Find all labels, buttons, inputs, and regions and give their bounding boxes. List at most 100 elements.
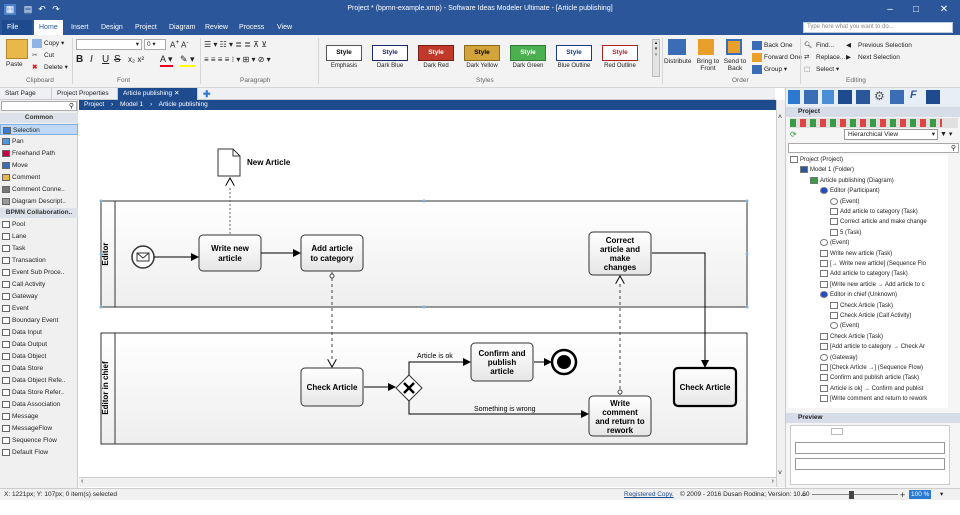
menu-file[interactable]: File	[2, 20, 32, 35]
toolbox-item-comment-conne[interactable]: Comment Conne..	[0, 184, 78, 195]
font-family-select[interactable]: ▾	[76, 39, 142, 50]
maximize-button[interactable]: □	[912, 4, 920, 15]
toolbox-item-data-store-refer[interactable]: Data Store Refer..	[0, 387, 78, 398]
toolbox-item-transaction[interactable]: Transaction	[0, 255, 78, 266]
tree-node[interactable]: [Check Article →] (Sequence Flow)	[820, 364, 923, 373]
tab-start-page[interactable]: Start Page	[0, 88, 52, 100]
bullets-icon[interactable]: ☰ ▾ ☷ ▾ ≣ ≣ ⊼ ⊻	[204, 40, 268, 49]
distribute-icon[interactable]	[668, 39, 686, 55]
toolbox-item-data-object[interactable]: Data Object	[0, 351, 78, 362]
style-swatch-dark-yellow[interactable]: Style	[464, 45, 500, 61]
brush-icon[interactable]	[926, 90, 940, 104]
minimize-button[interactable]: –	[887, 4, 893, 15]
chevron-up-icon[interactable]: ˄	[778, 114, 783, 121]
flow-correct-to-check[interactable]	[652, 252, 709, 368]
tab-project-properties[interactable]: Project Properties	[52, 88, 118, 100]
menu-insert[interactable]: Insert	[71, 24, 89, 31]
call-activity-check-article[interactable]: Check Article	[672, 366, 738, 408]
tree-node[interactable]: [Write new article → Add article to c	[820, 280, 925, 290]
tree-node[interactable]: Confirm and publish article (Task)	[820, 374, 919, 383]
toolbox-item-default-flow[interactable]: Default Flow	[0, 447, 78, 458]
menu-diagram[interactable]: Diagram	[169, 24, 196, 31]
menu-design[interactable]: Design	[101, 24, 123, 31]
tree-node[interactable]: Check Article (Task)	[820, 332, 883, 342]
task-correct-article[interactable]: Correct article and make changes	[588, 231, 652, 276]
tree-node[interactable]: Article publishing (Diagram)	[810, 176, 894, 186]
tree-search-input[interactable]: ⚲	[788, 143, 959, 153]
toolbox-item-data-association[interactable]: Data Association	[0, 399, 78, 410]
close-tab-icon[interactable]: ✕	[173, 90, 180, 97]
bars-icon[interactable]	[856, 90, 870, 104]
tree-node[interactable]: [Write comment and return to rework	[820, 395, 927, 404]
breadcrumb-diagram[interactable]: Article publishing	[158, 101, 208, 108]
tree-node[interactable]: Check Article (Call Activity)	[830, 312, 911, 321]
tree-node[interactable]: Model 1 (Folder)	[800, 166, 854, 175]
chart-icon[interactable]	[838, 90, 852, 104]
function-icon[interactable]: F	[910, 89, 917, 101]
tree-node[interactable]: Editor in chief (Unknown)	[820, 291, 897, 300]
forward-one-button[interactable]: Forward One	[752, 53, 802, 62]
tree-node[interactable]: Add article to category (Task)	[820, 270, 908, 279]
flow-gateway-wrong[interactable]	[408, 401, 589, 418]
next-selection-button[interactable]: ▶Next Selection	[846, 54, 900, 62]
distribute-button[interactable]: Distribute	[664, 58, 692, 65]
zoom-out-icon[interactable]: −	[801, 490, 807, 500]
toolbox-item-task[interactable]: Task	[0, 243, 78, 254]
send-to-back-icon[interactable]	[726, 39, 742, 55]
tree-node[interactable]: Article is ok] → Confirm and publist	[820, 384, 923, 394]
strikethrough-icon[interactable]: S	[114, 54, 121, 65]
zoom-in-icon[interactable]: +	[900, 490, 906, 500]
zoom-slider[interactable]	[812, 494, 898, 495]
bold-icon[interactable]: B	[76, 54, 84, 65]
toolbox-group-header[interactable]: BPMN Collaboration..	[0, 208, 78, 218]
find-button[interactable]: 🔍︎Find...	[804, 42, 835, 50]
tree-node[interactable]: (Gateway)	[820, 353, 858, 363]
task-write-comment[interactable]: Write comment and return to rework	[588, 395, 652, 437]
back-one-button[interactable]: Back One	[752, 41, 793, 50]
toolbox-search-input[interactable]: ⚲	[1, 101, 77, 111]
zoom-level[interactable]: 100 %	[909, 490, 932, 499]
close-button[interactable]: ✕	[939, 4, 949, 15]
tree-node[interactable]: Correct article and make change	[830, 218, 927, 227]
task-write-new-article[interactable]: Write new article	[198, 234, 262, 272]
paste-button[interactable]: Paste	[6, 61, 23, 68]
task-confirm-and-publish[interactable]: Confirm and publish article	[470, 342, 534, 382]
gear-icon[interactable]: ⚙	[874, 89, 885, 103]
toolbox-item-diagram-descript[interactable]: Diagram Descript..	[0, 196, 78, 207]
highlight-icon[interactable]: ✎ ▾	[180, 54, 195, 67]
toolbox-item-freehand-path[interactable]: Freehand Path	[0, 148, 78, 159]
style-swatch-dark-red[interactable]: Style	[418, 45, 454, 61]
data-object-new-article[interactable]	[217, 148, 241, 177]
zoom-slider-thumb[interactable]	[849, 491, 854, 499]
toolbox-item-event[interactable]: Event	[0, 303, 78, 314]
tree-node[interactable]: Project (Project)	[790, 156, 843, 165]
undo-icon[interactable]: ↶	[38, 4, 46, 14]
select-button[interactable]: ⬚Select ▾	[804, 66, 840, 74]
tree-node[interactable]: 5 (Task)	[830, 228, 861, 238]
chevron-right-icon[interactable]: ›	[771, 478, 774, 485]
flow-gateway-ok[interactable]	[408, 358, 471, 375]
tree-node[interactable]: Editor (Participant)	[820, 187, 880, 196]
element-filter-icons[interactable]	[790, 119, 942, 127]
toolbox-item-data-object-refe[interactable]: Data Object Refe..	[0, 375, 78, 386]
chevron-down-icon[interactable]: ▾	[940, 491, 944, 498]
layout-icon[interactable]	[788, 90, 800, 104]
underline-icon[interactable]: U	[102, 54, 110, 65]
menu-view[interactable]: View	[277, 24, 293, 31]
grow-font-icon[interactable]: A+ A-	[170, 39, 189, 50]
hierarchy-icon[interactable]	[890, 90, 904, 104]
replace-button[interactable]: ⇄Replace...	[804, 54, 846, 62]
delete-button[interactable]: ✖Delete ▾	[32, 64, 68, 72]
menu-review[interactable]: Review	[205, 24, 228, 31]
command-search-input[interactable]: Type here what you want to do...	[803, 22, 953, 33]
toolbox-item-sequence-flow[interactable]: Sequence Flow	[0, 435, 78, 446]
cut-button[interactable]: ✂Cut	[32, 52, 55, 60]
toolbox-item-message[interactable]: Message	[0, 411, 78, 422]
italic-icon[interactable]: I	[90, 54, 93, 65]
vertical-scrollbar[interactable]: ˄ ˅	[776, 100, 785, 487]
add-tab-icon[interactable]: ✚	[203, 89, 211, 99]
menu-project[interactable]: Project	[135, 24, 157, 31]
breadcrumb-project[interactable]: Project	[84, 101, 105, 108]
redo-icon[interactable]: ↷	[52, 4, 60, 14]
align-icon[interactable]: ≡ ≡ ≡ ≡ ⁝ ▾ ⊞ ▾ ⊘ ▾	[204, 55, 271, 64]
